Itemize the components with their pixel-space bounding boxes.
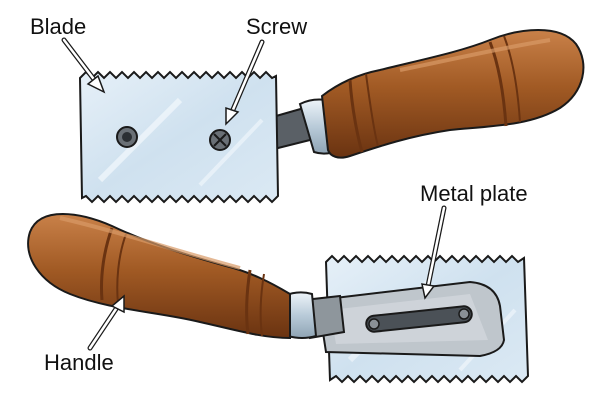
top-blade — [78, 70, 280, 204]
bottom-scraper — [27, 213, 530, 384]
label-screw: Screw — [246, 14, 308, 39]
top-screw-left — [116, 126, 138, 148]
arrow-metal-plate — [421, 205, 447, 300]
label-handle: Handle — [44, 350, 114, 375]
top-scraper — [78, 29, 585, 204]
label-blade: Blade — [30, 14, 87, 39]
top-handle — [320, 29, 585, 159]
arrow-handle — [87, 294, 125, 351]
arrow-screw — [225, 39, 265, 126]
top-screw-right — [209, 129, 231, 151]
arrow-blade — [61, 37, 106, 94]
label-metal-plate: Metal plate — [420, 181, 528, 206]
bottom-ferrule — [282, 291, 318, 339]
bottom-plate-slot — [365, 305, 473, 333]
bottom-handle — [27, 213, 291, 340]
